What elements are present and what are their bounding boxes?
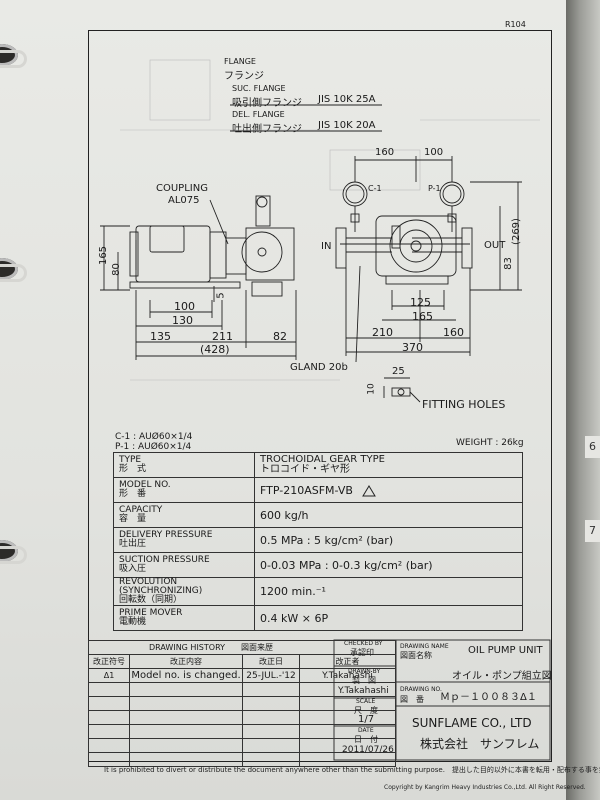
copyright-notice: Copyright by Kangrim Heavy Industries Co… xyxy=(384,784,586,791)
dim-82: 82 xyxy=(273,330,287,343)
coupling-id: AL075 xyxy=(168,195,200,206)
suc-flange-en: SUC. FLANGE xyxy=(232,84,286,93)
suc-flange-spec: JIS 10K 25A xyxy=(318,94,376,105)
checked-by-jp: 承認印 xyxy=(350,648,374,657)
dim-25: 25 xyxy=(392,366,405,377)
scale-jp: 尺 度 xyxy=(354,706,378,715)
drawing-no-label-en: DRAWING NO. xyxy=(400,686,442,693)
drawn-by-en: DRAWN BY xyxy=(348,668,381,675)
spec-value-en: TROCHOIDAL GEAR TYPE xyxy=(260,454,385,465)
distribution-notice: It is prohibited to divert or distribute… xyxy=(104,766,600,774)
side-tab-7[interactable]: 7 xyxy=(585,520,600,542)
revision-triangle-icon xyxy=(362,484,377,496)
dim-125: 125 xyxy=(410,296,431,309)
dim-370: 370 xyxy=(402,341,423,354)
inlet-label: IN xyxy=(321,241,332,252)
checked-by-en: CHECKED BY xyxy=(344,640,383,647)
flange-title-jp: フランジ xyxy=(224,71,264,82)
sheet-ref: R104 xyxy=(505,20,526,29)
gauge-c1-spec: C-1 : AUØ60×1/4 xyxy=(115,432,193,442)
spec-label-en: PRIME MOVER xyxy=(119,608,183,618)
binder-ring xyxy=(0,50,27,68)
spec-label-jp: 容 量 xyxy=(119,514,147,524)
dim-100: 100 xyxy=(174,300,195,313)
spec-label-en: REVOLUTION (SYNCHRONIZING) xyxy=(119,577,203,596)
spec-label-en: DELIVERY PRESSURE xyxy=(119,530,213,540)
spec-value: FTP-210ASFM-VB xyxy=(254,477,523,503)
spec-label-en: SUCTION PRESSURE xyxy=(119,555,210,565)
dim-130: 130 xyxy=(172,314,193,327)
del-flange-en: DEL. FLANGE xyxy=(232,110,285,119)
page-stack-edge xyxy=(566,0,600,800)
dim-160-top: 160 xyxy=(375,147,395,158)
drawing-name-label-jp: 図面名称 xyxy=(400,651,432,660)
spec-row-revolution: REVOLUTION (SYNCHRONIZING)回転数（同期） 1200 m… xyxy=(113,577,523,606)
drawing-name-jp: オイル・ポンプ組立図 xyxy=(452,671,552,682)
spec-label-jp: 形 番 xyxy=(119,489,147,499)
drawn-by-name: Y.Takahashi xyxy=(338,686,389,696)
company-jp: 株式会社 サンフレム xyxy=(420,737,540,751)
dim-160b: 160 xyxy=(443,326,464,339)
spec-label-jp: 形 式 xyxy=(119,464,147,474)
drawing-no-value: Ｍｐ－１００８３Δ１ xyxy=(440,692,537,703)
date-jp: 日 付 xyxy=(354,735,378,744)
spec-label-en: MODEL NO. xyxy=(119,480,171,490)
binder-ring xyxy=(0,546,27,564)
dim-428: (428) xyxy=(200,343,230,356)
dim-165b: 165 xyxy=(412,310,433,323)
spec-label-jp: 回転数（同期） xyxy=(119,595,183,605)
coupling-label: COUPLING xyxy=(156,183,208,194)
spec-label-en: CAPACITY xyxy=(119,505,163,515)
history-row: Δ1 Model no. is changed. 25-JUL.-'12 Y.T… xyxy=(88,668,396,683)
history-title-jp: 図面来歴 xyxy=(241,643,273,652)
drawing-history-table: DRAWING HISTORY 図面来歴 改正符号 改正内容 改正日 改正者 Δ… xyxy=(88,640,396,767)
scale-en: SCALE xyxy=(356,698,376,705)
weight-label: WEIGHT : 26kg xyxy=(456,438,524,448)
del-flange-jp: 吐出側フランジ xyxy=(232,124,302,135)
drawing-name-en: OIL PUMP UNIT xyxy=(468,645,543,656)
gauge-c1-tag: C-1 xyxy=(368,184,382,193)
drawing-name-label-en: DRAWING NAME xyxy=(400,643,449,650)
dim-100-top: 100 xyxy=(424,147,444,158)
scale-value: 1/7 xyxy=(358,714,375,725)
dim-210: 210 xyxy=(372,326,393,339)
binder-ring xyxy=(0,264,27,282)
spec-label-jp: 吐出圧 xyxy=(119,539,147,549)
date-en: DATE xyxy=(358,727,374,734)
spec-label: REVOLUTION (SYNCHRONIZING)回転数（同期） xyxy=(113,577,255,606)
fitting-holes-label: FITTING HOLES xyxy=(422,398,506,411)
del-flange-spec: JIS 10K 20A xyxy=(318,120,376,131)
spec-label-jp: 吸入圧 xyxy=(119,564,147,574)
gland-label: GLAND 20b xyxy=(290,362,348,373)
spec-value: 0.4 kW × 6P xyxy=(254,605,523,631)
dim-135: 135 xyxy=(150,330,171,343)
spec-label-jp: 電動機 xyxy=(119,617,147,627)
history-title-en: DRAWING HISTORY xyxy=(149,643,225,652)
gauge-p1-tag: P-1 xyxy=(428,184,441,193)
flange-title-en: FLANGE xyxy=(224,57,256,66)
outlet-label: OUT xyxy=(484,240,506,251)
drawing-no-label-jp: 図 番 xyxy=(400,695,424,704)
spec-label-en: TYPE xyxy=(119,455,142,465)
model-no-value: FTP-210ASFM-VB xyxy=(260,483,353,497)
dim-211: 211 xyxy=(212,330,233,343)
spec-value-jp: トロコイド・ギヤ形 xyxy=(260,464,350,475)
side-tab-6[interactable]: 6 xyxy=(585,436,600,458)
drawn-by-jp: 製 図 xyxy=(352,676,376,685)
date-value: 2011/07/26 xyxy=(342,745,394,755)
suc-flange-jp: 吸引側フランジ xyxy=(232,98,302,109)
company-en: SUNFLAME CO., LTD xyxy=(412,716,532,730)
gauge-p1-spec: P-1 : AUØ60×1/4 xyxy=(115,442,192,452)
